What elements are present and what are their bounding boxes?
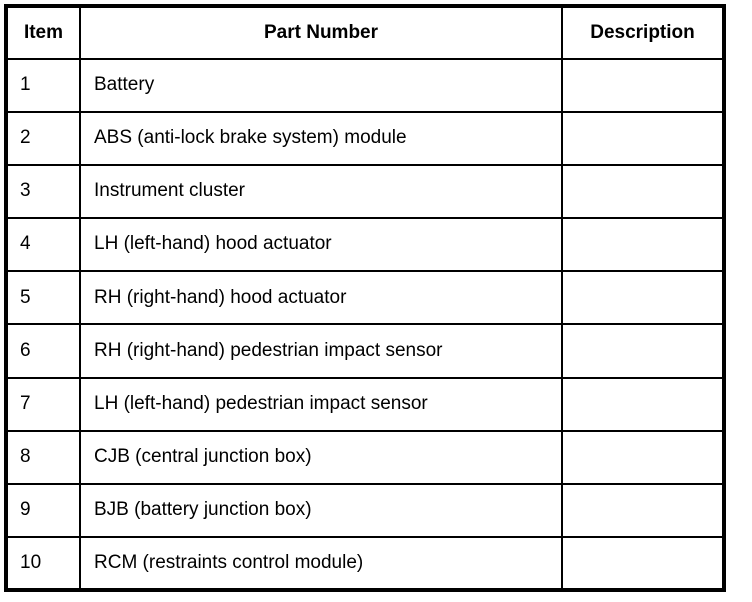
description-cell xyxy=(561,535,725,592)
description-cell xyxy=(561,57,725,114)
item-cell: 1 xyxy=(5,57,81,114)
item-cell: 4 xyxy=(5,217,81,273)
part-number-cell: BJB (battery junction box) xyxy=(79,482,563,538)
part-number-cell: Instrument cluster xyxy=(79,164,563,220)
item-cell: 3 xyxy=(5,164,81,220)
description-cell xyxy=(561,429,725,485)
part-number-cell: CJB (central junction box) xyxy=(79,429,563,485)
table-row: 3 Instrument cluster xyxy=(5,164,725,220)
table-header: Item Part Number Description xyxy=(5,5,725,60)
column-header-description: Description xyxy=(561,5,725,60)
part-number-cell: RH (right-hand) pedestrian impact sensor xyxy=(79,323,563,379)
table-row: 2 ABS (anti-lock brake system) module xyxy=(5,111,725,167)
part-number-cell: RH (right-hand) hood actuator xyxy=(79,270,563,326)
part-number-cell: Battery xyxy=(79,57,563,114)
table-row: 6 RH (right-hand) pedestrian impact sens… xyxy=(5,323,725,379)
description-cell xyxy=(561,376,725,432)
part-number-cell: ABS (anti-lock brake system) module xyxy=(79,111,563,167)
description-cell xyxy=(561,111,725,167)
table-row: 4 LH (left-hand) hood actuator xyxy=(5,217,725,273)
part-number-cell: LH (left-hand) hood actuator xyxy=(79,217,563,273)
description-cell xyxy=(561,270,725,326)
item-cell: 6 xyxy=(5,323,81,379)
column-header-part-number: Part Number xyxy=(79,5,563,60)
parts-table: Item Part Number Description 1 Battery 2… xyxy=(4,4,726,592)
header-row: Item Part Number Description xyxy=(5,5,725,60)
part-number-cell: RCM (restraints control module) xyxy=(79,535,563,592)
item-cell: 9 xyxy=(5,482,81,538)
description-cell xyxy=(561,323,725,379)
table-row: 8 CJB (central junction box) xyxy=(5,429,725,485)
table-row: 5 RH (right-hand) hood actuator xyxy=(5,270,725,326)
part-number-cell: LH (left-hand) pedestrian impact sensor xyxy=(79,376,563,432)
item-cell: 8 xyxy=(5,429,81,485)
item-cell: 10 xyxy=(5,535,81,592)
table-row: 9 BJB (battery junction box) xyxy=(5,482,725,538)
item-cell: 2 xyxy=(5,111,81,167)
table-row: 7 LH (left-hand) pedestrian impact senso… xyxy=(5,376,725,432)
item-cell: 7 xyxy=(5,376,81,432)
table-row: 10 RCM (restraints control module) xyxy=(5,535,725,592)
description-cell xyxy=(561,217,725,273)
column-header-item: Item xyxy=(5,5,81,60)
table-body: 1 Battery 2 ABS (anti-lock brake system)… xyxy=(5,57,725,592)
table-row: 1 Battery xyxy=(5,57,725,114)
description-cell xyxy=(561,482,725,538)
description-cell xyxy=(561,164,725,220)
item-cell: 5 xyxy=(5,270,81,326)
